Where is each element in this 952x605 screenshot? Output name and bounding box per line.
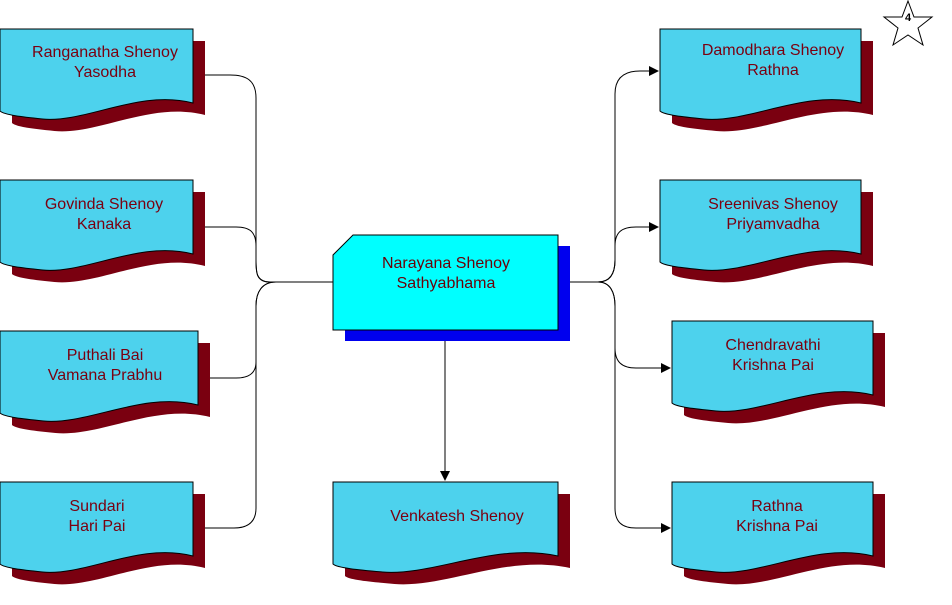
left-child-1-label: Ranganatha Shenoy Yasodha — [32, 44, 178, 81]
left-child-4-shape — [0, 481, 194, 573]
left-child-2-label: Govinda Shenoy Kanaka — [44, 196, 164, 233]
right-child-4 — [671, 481, 885, 585]
bottom-child-shape — [332, 481, 559, 573]
right-child-2-shape — [659, 179, 862, 271]
right-child-3-label: Chendravathi Krishna Pai — [725, 337, 821, 374]
right-child-1 — [659, 28, 873, 132]
page-star-icon — [882, 0, 934, 47]
right-child-1-shape — [659, 28, 862, 120]
left-child-3-label: Puthali Bai Vamana Prabhu — [47, 347, 163, 384]
connector-right-1 — [558, 66, 659, 283]
left-child-1 — [0, 28, 205, 132]
connectors — [195, 66, 671, 533]
right-child-1-label: Damodhara Shenoy Rathna — [701, 42, 845, 79]
center-node-label: Narayana Shenoy Sathyabhama — [381, 255, 511, 292]
center-node-shape — [332, 234, 559, 331]
connector-left-3 — [200, 281, 333, 383]
left-child-2 — [0, 179, 205, 283]
connector-right-4 — [558, 281, 671, 533]
nodes — [0, 28, 885, 585]
left-child-4-label: Sundari Hari Pai — [68, 498, 126, 535]
left-child-4 — [0, 481, 205, 585]
page-number: 4 — [904, 12, 912, 24]
left-child-1-shape — [0, 28, 194, 120]
right-child-4-label: Rathna Krishna Pai — [736, 498, 818, 535]
bottom-child-label: Venkatesh Shenoy — [390, 508, 524, 525]
connector-left-2 — [195, 222, 333, 283]
connector-right-2 — [558, 222, 659, 283]
connector-left-4 — [195, 281, 333, 533]
right-child-3-shape — [671, 320, 874, 412]
left-child-3 — [0, 330, 210, 434]
right-child-4-shape — [671, 481, 874, 573]
left-child-2-shape — [0, 179, 194, 271]
center-node — [332, 234, 570, 341]
connector-left-1 — [195, 70, 333, 283]
bottom-child — [332, 481, 570, 585]
right-child-2 — [659, 179, 873, 283]
right-child-3 — [671, 320, 885, 424]
left-child-3-shape — [0, 330, 199, 422]
right-child-2-label: Sreenivas Shenoy Priyamvadha — [708, 196, 838, 233]
